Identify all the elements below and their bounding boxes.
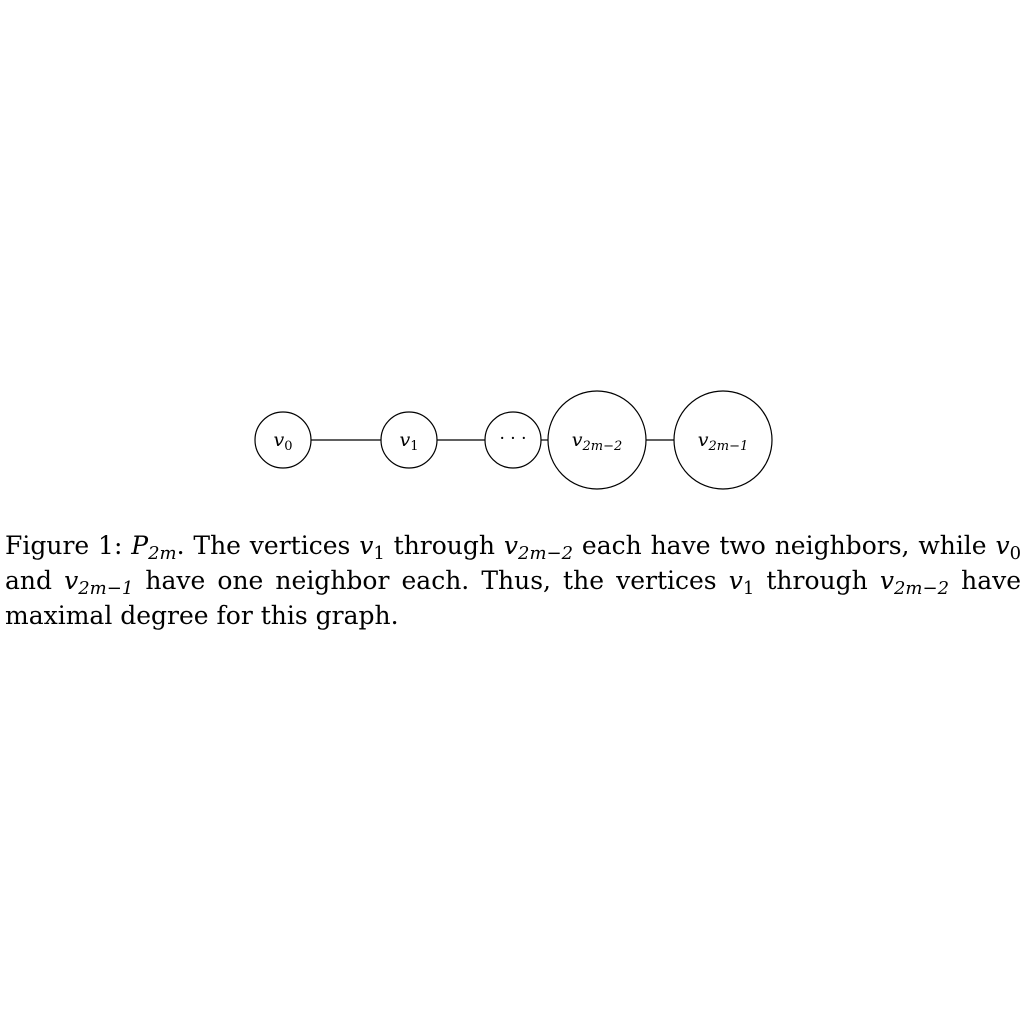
caption-part1: . The vertices [176,531,351,560]
caption-v2m1-base: v [64,566,79,595]
node-v0: v0 [254,411,312,469]
svg-text:v2m−2: v2m−2 [572,429,623,454]
caption-v2m1-sub: 2m−1 [78,578,134,600]
caption-v2m2-sub: 2m−2 [518,543,574,565]
node-v2m-2: v2m−2 [547,390,647,490]
caption-part4: have maximal degree for this graph. [5,566,1022,630]
caption-v1b-base: v [728,566,743,595]
node-v2m-2-sub: 2m−2 [581,439,622,454]
caption-part3: have one neighbor each. Thus, the vertic… [145,566,717,595]
node-v2m-1-base: v [698,429,709,451]
caption-and: and [5,566,53,595]
caption-v2m2b-sub: 2m−2 [893,578,950,600]
node-v1-base: v [399,429,410,451]
caption-v0-sub: 0 [1009,543,1022,565]
caption-part2: each have two neighbors, while [581,531,987,560]
caption-through-2: through [766,566,868,595]
caption-v0-base: v [995,531,1010,560]
node-v2m-2-base: v [572,429,583,451]
caption-through-1: through [393,531,496,560]
caption-v2m2-base: v [503,531,518,560]
node-v2m-1: v2m−1 [673,390,773,490]
caption-p-base: P [131,531,149,560]
node-v1-sub: 1 [410,439,418,454]
node-ellipsis-text: · · · [499,429,526,449]
node-v2m-1-sub: 2m−1 [707,439,748,454]
node-v0-sub: 0 [284,439,292,454]
caption-v1b-sub: 1 [742,578,755,600]
svg-text:v1: v1 [399,429,418,454]
node-v1: v1 [380,411,438,469]
caption-v1-sub: 1 [373,543,385,565]
svg-text:v0: v0 [273,429,292,454]
caption-v2m2b-base: v [879,566,894,595]
caption-label: Figure 1: [5,531,123,560]
caption-p-sub: 2m [148,543,177,565]
node-v0-base: v [273,429,284,451]
svg-text:v2m−1: v2m−1 [698,429,749,454]
node-ellipsis: · · · [484,411,542,469]
figure-caption: Figure 1: P2m. The vertices v1 through v… [5,528,1021,633]
caption-v1-base: v [359,531,374,560]
